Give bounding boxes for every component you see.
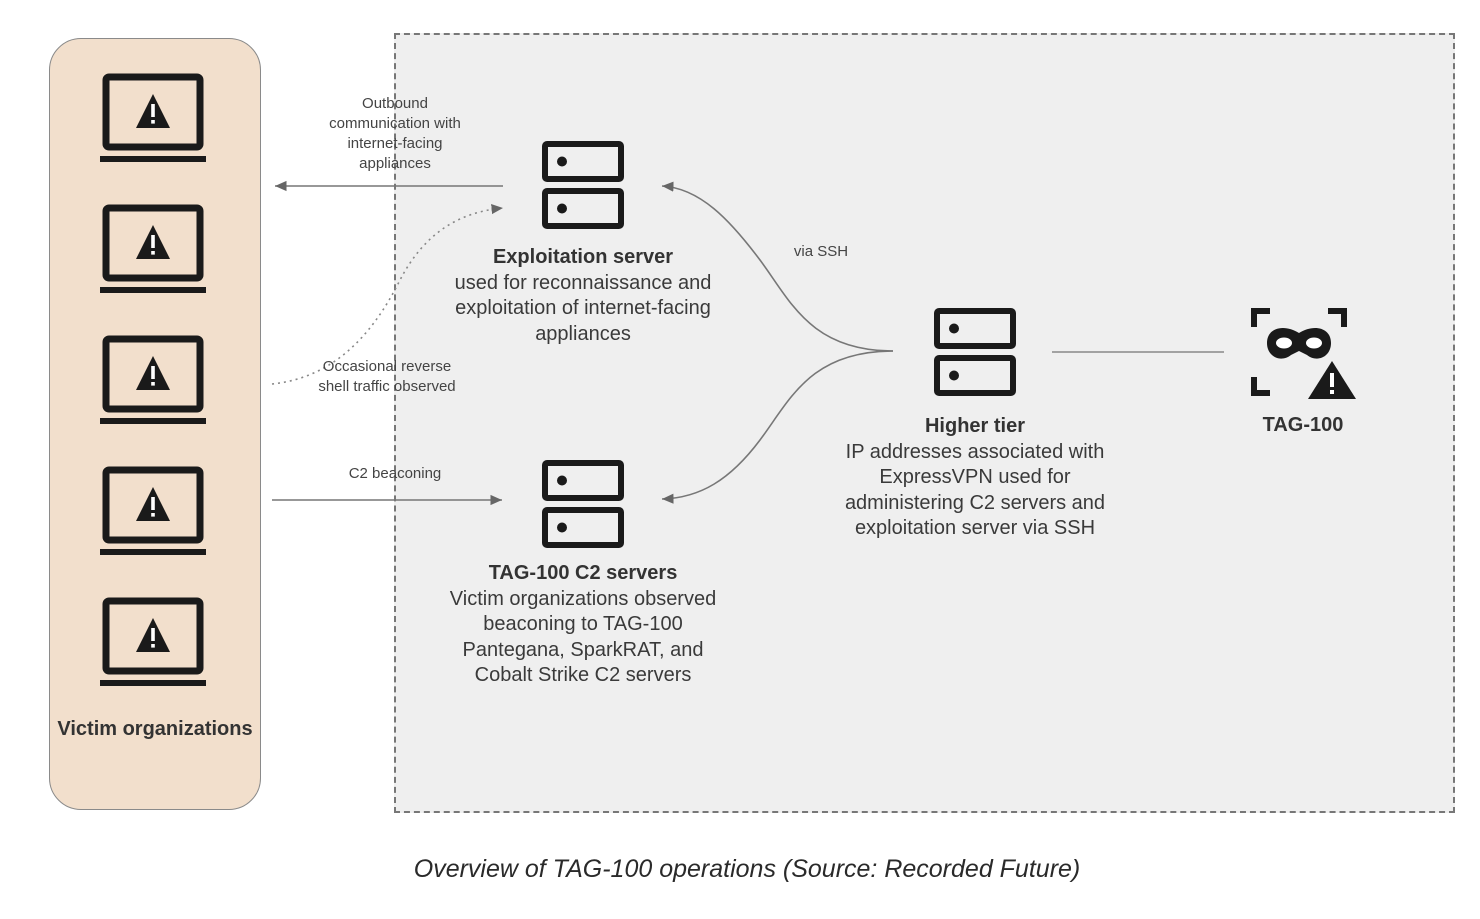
laptop-warning-icon xyxy=(98,203,210,295)
higher-tier-description: IP addresses associated with ExpressVPN … xyxy=(844,440,1106,540)
figure-caption: Overview of TAG-100 operations (Source: … xyxy=(413,855,1081,883)
exploitation-server-node: Exploitation server used for reconnaissa… xyxy=(433,245,733,347)
c2-servers-title: TAG-100 C2 servers xyxy=(488,562,678,584)
exploitation-server-title: Exploitation server xyxy=(492,246,674,268)
c2-servers-description: Victim organizations observed beaconing … xyxy=(449,587,717,687)
via-ssh-label: via SSH xyxy=(793,243,849,260)
higher-tier-node: Higher tier IP addresses associated with… xyxy=(818,414,1132,542)
infrastructure-boundary xyxy=(394,33,1455,813)
higher-tier-title: Higher tier xyxy=(924,415,1026,437)
tag-100-label: TAG-100 xyxy=(1262,414,1344,436)
reverse-shell-label: Occasional reverse shell traffic observe… xyxy=(318,358,456,395)
outbound-communication-label: Outbound communication with internet-fac… xyxy=(329,95,461,172)
laptop-warning-icon xyxy=(98,596,210,688)
c2-server-icon xyxy=(541,459,625,549)
laptop-warning-icon xyxy=(98,334,210,426)
c2-servers-node: TAG-100 C2 servers Victim organizations … xyxy=(437,561,729,689)
laptop-warning-icon xyxy=(98,72,210,164)
exploitation-server-icon xyxy=(541,140,625,230)
higher-tier-server-icon xyxy=(933,307,1017,397)
laptop-warning-icon xyxy=(98,465,210,557)
masked-actor-warning-icon xyxy=(1250,305,1358,401)
exploitation-server-description: used for reconnaissance and exploitation… xyxy=(454,271,712,345)
victim-organizations-label: Victim organizations xyxy=(57,718,253,740)
c2-beaconing-label: C2 beaconing xyxy=(348,465,442,482)
